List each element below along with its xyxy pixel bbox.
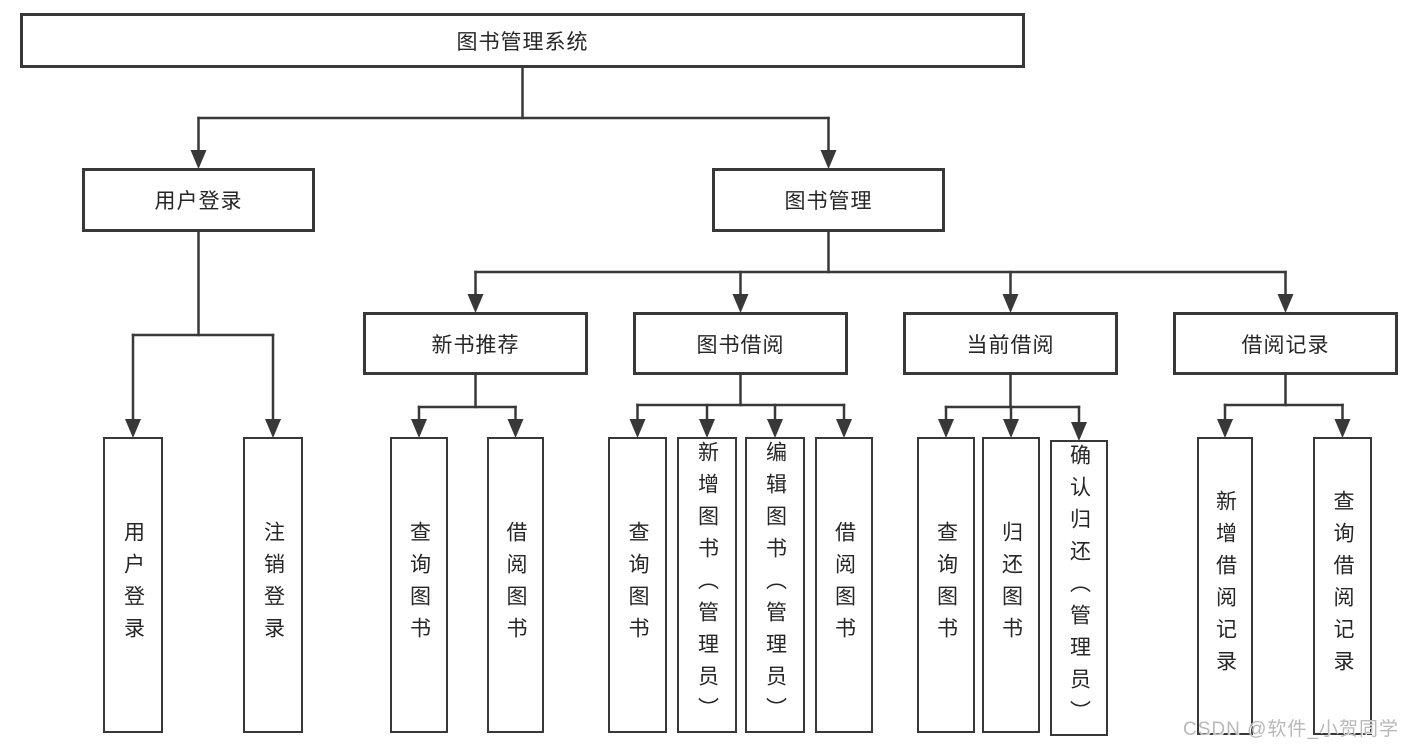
diagram-node-leaf-query-book-2: 查询图书 xyxy=(608,437,667,733)
arrowhead-down-icon xyxy=(507,419,524,438)
diagram-node-leaf-query-borrow-record: 查询借阅记录 xyxy=(1313,437,1372,735)
arrowhead-down-icon xyxy=(732,294,749,313)
csdn-watermark: CSDN @软件_小贺同学 xyxy=(1183,719,1399,740)
diagram-node-leaf-user-login: 用户登录 xyxy=(103,437,163,733)
arrowhead-down-icon xyxy=(190,150,207,169)
diagram-node-leaf-return-book: 归还图书 xyxy=(982,437,1040,733)
diagram-node-user-login: 用户登录 xyxy=(82,168,315,232)
arrowhead-down-icon xyxy=(467,294,484,313)
diagram-node-leaf-query-book-3: 查询图书 xyxy=(917,437,975,733)
diagram-node-borrow-records: 借阅记录 xyxy=(1173,312,1398,375)
arrowhead-down-icon xyxy=(820,150,837,169)
arrowhead-down-icon xyxy=(265,419,281,438)
arrowhead-down-icon xyxy=(629,419,646,438)
diagram-node-leaf-logout: 注销登录 xyxy=(243,437,303,733)
arrowhead-down-icon xyxy=(1217,419,1233,438)
diagram-node-root: 图书管理系统 xyxy=(20,13,1025,68)
arrowhead-down-icon xyxy=(1334,419,1351,438)
diagram-node-leaf-add-book-admin: 新增图书（管理员） xyxy=(677,437,737,733)
diagram-node-leaf-borrow-book-1: 借阅图书 xyxy=(487,437,544,733)
arrowhead-down-icon xyxy=(411,419,427,438)
diagram-node-leaf-query-book-1: 查询图书 xyxy=(390,437,448,733)
arrowhead-down-icon xyxy=(125,419,141,438)
diagram-node-current-borrow: 当前借阅 xyxy=(903,312,1118,375)
arrowhead-down-icon xyxy=(1003,419,1019,438)
diagram-node-book-management: 图书管理 xyxy=(712,168,945,232)
arrowhead-down-icon xyxy=(767,419,783,438)
arrowhead-down-icon xyxy=(1002,294,1019,313)
diagram-node-leaf-confirm-return: 确认归还（管理员） xyxy=(1050,440,1108,736)
arrowhead-down-icon xyxy=(938,419,954,438)
arrowhead-down-icon xyxy=(1071,422,1087,441)
arrowhead-down-icon xyxy=(836,419,852,438)
arrowhead-down-icon xyxy=(699,419,715,438)
diagram-node-new-book-recommend: 新书推荐 xyxy=(363,312,588,375)
diagram-node-leaf-add-borrow-record: 新增借阅记录 xyxy=(1197,437,1253,735)
arrowhead-down-icon xyxy=(1277,294,1294,313)
diagram-node-leaf-borrow-book-2: 借阅图书 xyxy=(815,437,873,733)
diagram-node-leaf-edit-book-admin: 编辑图书（管理员） xyxy=(745,437,805,733)
diagram-node-book-borrow: 图书借阅 xyxy=(633,312,848,375)
